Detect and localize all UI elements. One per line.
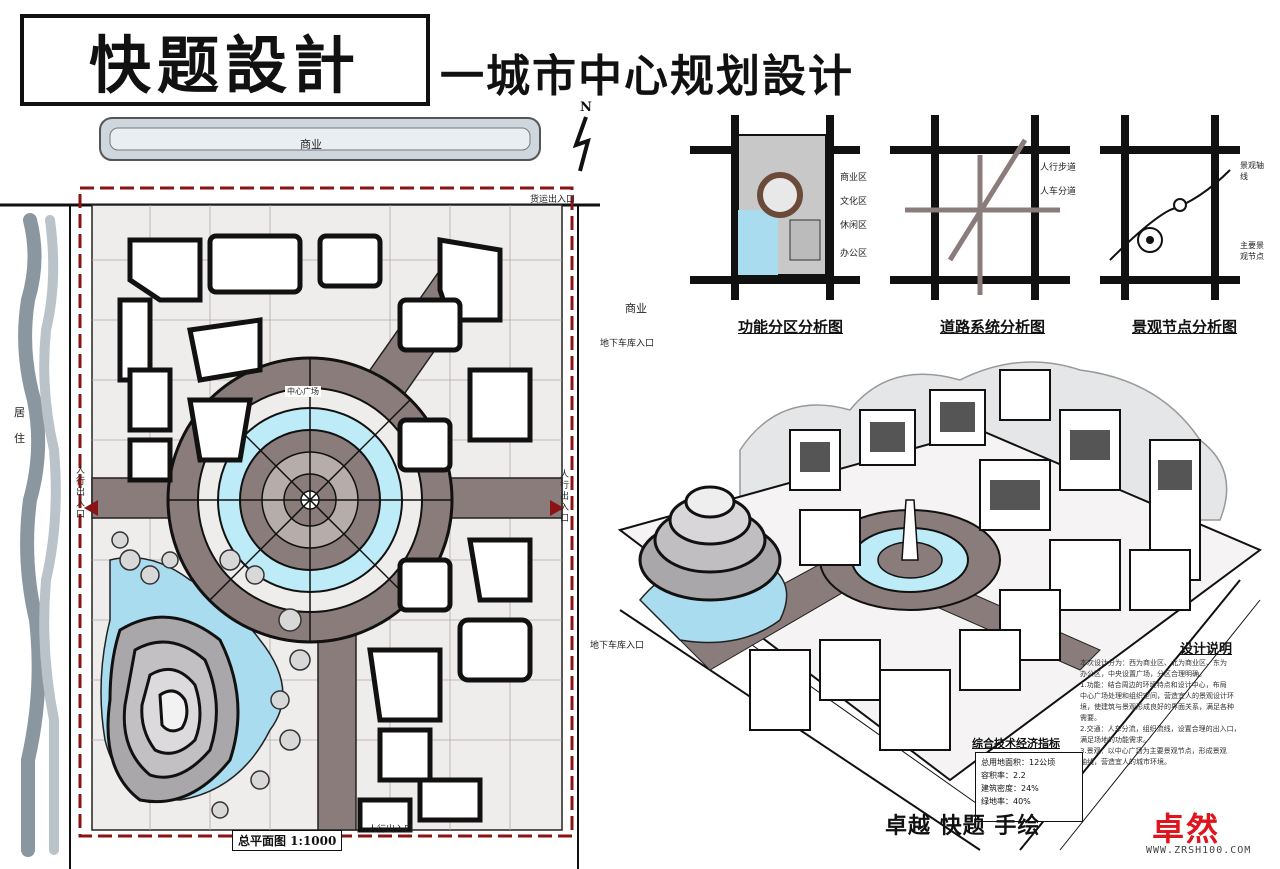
label-pedestrian-entrance-bottom: 人行出入口 bbox=[368, 825, 414, 835]
design-note-line: 境，使建筑与景观形成良好的界面关系，满足各种 bbox=[1080, 703, 1234, 711]
tech-indicators-title: 综合技术经济指标 bbox=[972, 737, 1060, 750]
label-landscape-axis: 景观轴线 bbox=[1240, 161, 1264, 181]
indicator-density: 建筑密度：24% bbox=[981, 784, 1039, 793]
diagram-road-system bbox=[890, 115, 1070, 300]
diagram-landscape-nodes bbox=[1100, 115, 1240, 300]
brand-url: WWW.ZRSH100.COM bbox=[1146, 845, 1252, 856]
design-notes-title: 设计说明 bbox=[1180, 642, 1233, 657]
label-commercial-right: 商业 bbox=[625, 302, 647, 315]
north-arrow-icon bbox=[572, 116, 591, 172]
design-note-line: 1.功能：结合周边的环境特点和设计中心，布局 bbox=[1080, 681, 1227, 689]
brand-logo: 卓然 bbox=[1152, 810, 1221, 848]
label-central-plaza: 中心广场 bbox=[285, 386, 321, 397]
title-subtitle: 一城市中心规划設计 bbox=[440, 51, 854, 102]
caption-road-system: 道路系统分析图 bbox=[940, 318, 1046, 336]
label-landscape-node: 主要景观节点 bbox=[1240, 241, 1264, 261]
caption-function-zones: 功能分区分析图 bbox=[738, 318, 844, 336]
label-zone-culture: 文化区 bbox=[840, 197, 868, 207]
aerial-perspective bbox=[617, 361, 1262, 851]
label-zone-office: 办公区 bbox=[840, 249, 868, 259]
design-note-line: 3.景观：以中心广场为主要景观节点，形成景观 bbox=[1080, 747, 1227, 755]
indicator-green-ratio: 绿地率：40% bbox=[981, 797, 1031, 806]
label-zone-commercial: 商业区 bbox=[840, 173, 868, 183]
label-road-pedestrian: 人行步道 bbox=[1040, 163, 1077, 173]
indicator-far: 容积率：2.2 bbox=[981, 771, 1026, 780]
design-note-line: 中心广场处理和组织空间，营造宜人的景观设计环 bbox=[1080, 692, 1234, 700]
label-pedestrian-entrance-left: 人行出入口 bbox=[76, 466, 86, 520]
signature: 卓越 快题 手绘 bbox=[885, 813, 1041, 839]
site-plan-label: 总平面图 1:1000 bbox=[232, 830, 343, 851]
design-notes: 本次设计分为：西为商业区、北为商业区、东为 办公区，中央设置广场，分区合理明确。… bbox=[1080, 658, 1252, 830]
label-zone-leisure: 休闲区 bbox=[840, 221, 868, 231]
indicator-site-area: 总用地面积：12公顷 bbox=[981, 758, 1056, 767]
design-note-line: 需要。 bbox=[1080, 714, 1101, 722]
label-parking-entrance-2: 地下车库入口 bbox=[590, 641, 645, 651]
label-residential: 居住 bbox=[14, 406, 25, 445]
north-arrow: N bbox=[566, 100, 606, 179]
design-note-line: 办公区，中央设置广场，分区合理明确。 bbox=[1080, 670, 1206, 678]
label-commercial-top: 商业 bbox=[300, 138, 322, 151]
label-parking-entrance-1: 地下车库入口 bbox=[600, 339, 655, 349]
analysis-diagrams bbox=[690, 115, 1240, 300]
title-main: 快题設計 bbox=[88, 29, 361, 102]
caption-landscape-nodes: 景观节点分析图 bbox=[1132, 318, 1238, 336]
design-note-line: 轴线，营造宜人的城市环境。 bbox=[1080, 758, 1171, 766]
design-note-line: 本次设计分为：西为商业区、北为商业区、东为 bbox=[1080, 659, 1227, 667]
north-label: N bbox=[580, 100, 592, 115]
design-note-line: 2.交通：人车分流，组织流线，设置合理的出入口， bbox=[1080, 725, 1241, 733]
tech-indicators-box: 总用地面积：12公顷 容积率：2.2 建筑密度：24% 绿地率：40% bbox=[975, 752, 1083, 822]
label-goods-entrance: 货运出入口 bbox=[530, 195, 576, 205]
diagram-function-zones bbox=[690, 115, 860, 300]
label-pedestrian-entrance-right: 人行出入口 bbox=[560, 470, 570, 524]
title-box: 快题設計 bbox=[20, 14, 430, 106]
site-plan-drawing bbox=[0, 117, 600, 869]
design-note-line: 满足场地的功能需求。 bbox=[1080, 736, 1150, 744]
label-road-separation: 人车分道 bbox=[1040, 187, 1077, 197]
